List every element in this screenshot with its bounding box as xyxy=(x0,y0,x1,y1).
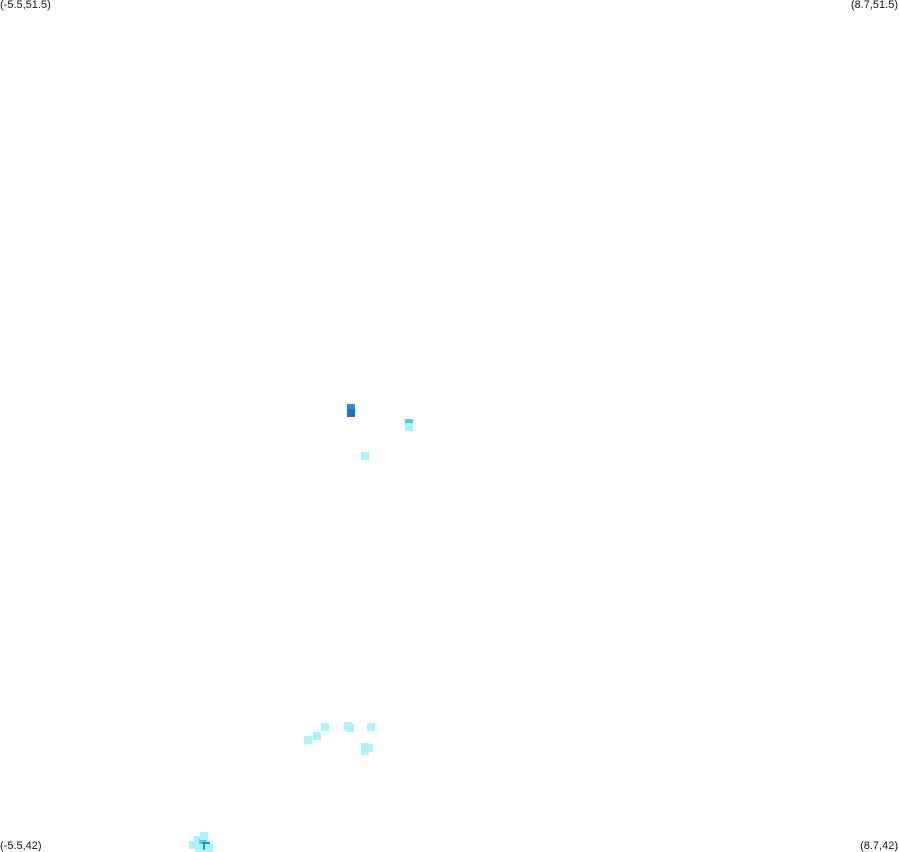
corner-label-bottom-left: (-5.5,42) xyxy=(0,840,42,852)
density-cell xyxy=(313,732,321,740)
density-cell xyxy=(365,744,373,752)
density-cell xyxy=(200,832,208,840)
corner-label-top-right: (8.7,51.5) xyxy=(850,0,898,11)
density-cell xyxy=(367,723,375,731)
density-cell xyxy=(347,409,355,417)
corner-label-top-left: (-5.5,51.5) xyxy=(0,0,51,11)
density-cell xyxy=(189,841,197,849)
density-cell xyxy=(405,423,413,431)
density-cell xyxy=(361,452,369,460)
density-cell xyxy=(361,747,369,755)
density-cell xyxy=(346,724,354,732)
density-cell xyxy=(205,844,213,852)
density-cell xyxy=(195,844,203,852)
corner-label-bottom-right: (8.7,42) xyxy=(860,840,898,852)
density-cell xyxy=(304,736,312,744)
density-cell xyxy=(321,723,329,731)
density-cell xyxy=(347,404,355,412)
density-cell xyxy=(194,836,202,844)
